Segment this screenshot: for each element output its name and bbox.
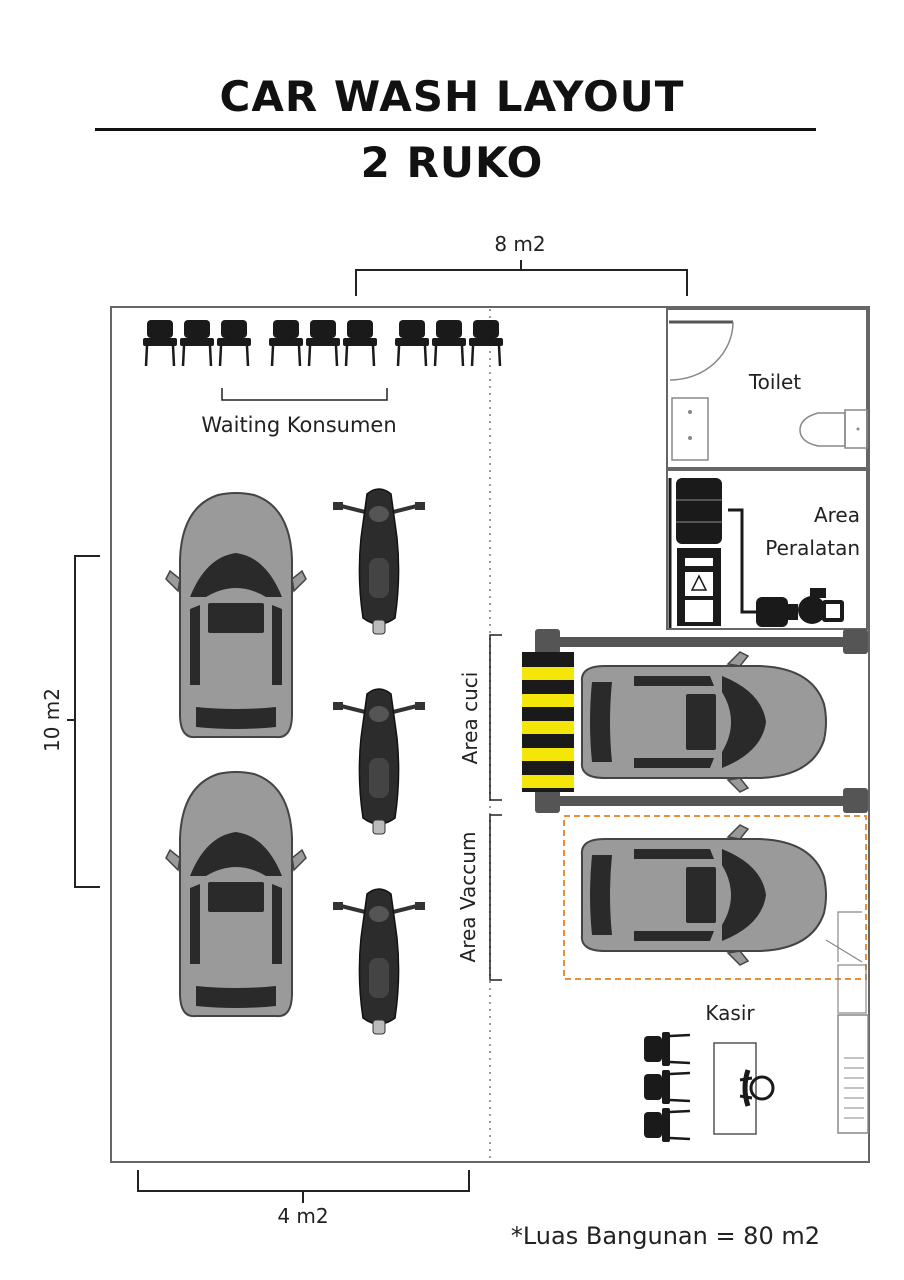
water-tank-icon [676,478,722,544]
cashier-person-icon [739,1069,775,1107]
waiting-bracket [221,388,388,401]
parked-scooter-2 [331,687,427,836]
wash-car [580,651,827,793]
wash-bracket [489,634,502,801]
equipment-area-label-1: Area [813,503,860,527]
electric-panel-icon [677,548,721,626]
dimension-top-label: 8 m2 [494,232,546,256]
dimension-bracket-bottom [137,1170,470,1192]
vacuum-area-label: Area Vaccum [456,831,480,963]
entrance-ramp-icon [825,911,869,1134]
toilet-label: Toilet [748,370,802,394]
parked-scooter-3 [331,887,427,1036]
dimension-bracket-left [74,555,100,888]
parked-scooter-1 [331,487,427,636]
waiting-area-label: Waiting Konsumen [201,413,397,437]
parked-car-2 [165,771,307,1018]
dimension-bottom-label: 4 m2 [277,1204,329,1228]
building-area-footnote: *Luas Bangunan = 80 m2 [510,1222,820,1250]
vacuum-bracket [489,814,502,981]
cashier-label: Kasir [705,1001,755,1025]
vacuum-zone [563,815,867,980]
dimension-bracket-top [355,269,688,296]
cashier-chairs [642,1030,692,1144]
building-outline [110,306,870,1163]
page-title: CAR WASH LAYOUT [219,72,685,121]
dimension-left-label: 10 m2 [40,688,64,753]
toilet-bowl-icon [799,412,846,447]
wash-stripe-mat [522,652,574,792]
cashier-desk [713,1042,757,1135]
wash-area-label: Area cuci [458,671,482,765]
equipment-area-label-2: Peralatan [765,536,860,560]
page-subtitle: 2 RUKO [360,138,544,187]
vacuum-car [580,824,827,966]
parked-car-1 [165,492,307,739]
sink-icon [671,397,709,461]
toilet-room [666,308,868,469]
water-pump-icon [756,588,844,627]
title-divider [95,128,816,131]
waiting-chairs [141,318,505,368]
equipment-room [666,469,868,630]
